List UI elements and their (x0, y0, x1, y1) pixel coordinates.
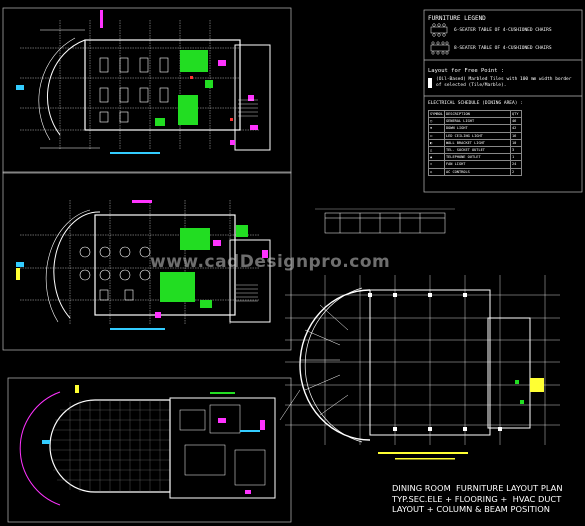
symbol-cell: ▲ (428, 153, 445, 162)
table-cell: FAN LIGHT (443, 160, 512, 169)
table-cell: 42 (510, 124, 522, 133)
furniture-legend-title: FURNITURE LEGEND (428, 15, 486, 22)
column-beam-plan (279, 275, 560, 460)
table-cell: GENERAL LIGHT (443, 117, 512, 126)
flooring-tile-icon (428, 78, 432, 88)
section-elevation (315, 208, 455, 234)
table-header-cell: QTY (510, 109, 522, 119)
plan-panel-bottom-frame (7, 377, 292, 523)
table-cell: 10 (510, 138, 522, 147)
watermark: www.cadDesignpro.com (150, 252, 391, 272)
symbol-cell: ◐ (428, 138, 445, 147)
plan-panel-top-frame (2, 7, 292, 174)
table-cell: DOWN LIGHT (443, 124, 512, 133)
table-header-cell: SYMBOL (428, 109, 445, 119)
table-cell: 24 (510, 160, 522, 169)
table-cell: 16 (510, 131, 522, 140)
top-floor-plan (16, 10, 271, 154)
symbol-cell: ▭ (428, 131, 445, 140)
plan-panel-middle-frame (2, 171, 292, 351)
layout-note-text: (Oil-Based) Marbled Tiles with 100 mm wi… (436, 77, 572, 88)
drawing-title-block: DINING ROOM FURNITURE LAYOUT PLAN TYP.SE… (392, 483, 563, 514)
legend-panel-frame (423, 9, 583, 193)
table-6-seater-icon (430, 23, 448, 37)
table-cell: TEL. SOCKET OUTLET (443, 145, 512, 155)
bottom-flooring-plan (19, 385, 276, 506)
middle-floor-plan (16, 200, 271, 330)
table-cell: LED CEILING LIGHT (443, 131, 512, 140)
electrical-schedule-title: ELECTRICAL SCHEDULE (DINING AREA) : (428, 101, 523, 106)
symbol-cell: ◯ (428, 117, 445, 126)
layout-note-title: Layout for Free Point : (428, 68, 505, 74)
table-cell: 3 (510, 145, 522, 155)
legend-item-label: 8-SEATER TABLE OF 4-CUSHIONED CHAIRS (454, 46, 552, 51)
table-cell: 1 (510, 153, 522, 162)
table-cell: TELEPHONE OUTLET (443, 153, 512, 162)
table-8-seater-icon (430, 41, 450, 55)
table-cell: AC CONTROLS (443, 167, 512, 176)
table-cell: 46 (510, 117, 522, 126)
table-cell: WALL BRACKET LIGHT (443, 138, 512, 147)
symbol-cell: ⊕ (428, 124, 445, 133)
table-header-cell: DESCRIPTION (443, 109, 512, 119)
legend-item-label: 6-SEATER TABLE OF 4-CUSHIONED CHAIRS (454, 28, 552, 33)
symbol-cell: ✕ (428, 160, 445, 169)
symbol-cell: △ (428, 145, 445, 155)
table-header-row: SYMBOL DESCRIPTION QTY (428, 109, 522, 119)
table-cell: 2 (510, 167, 522, 176)
symbol-cell: ◇ (428, 167, 445, 176)
